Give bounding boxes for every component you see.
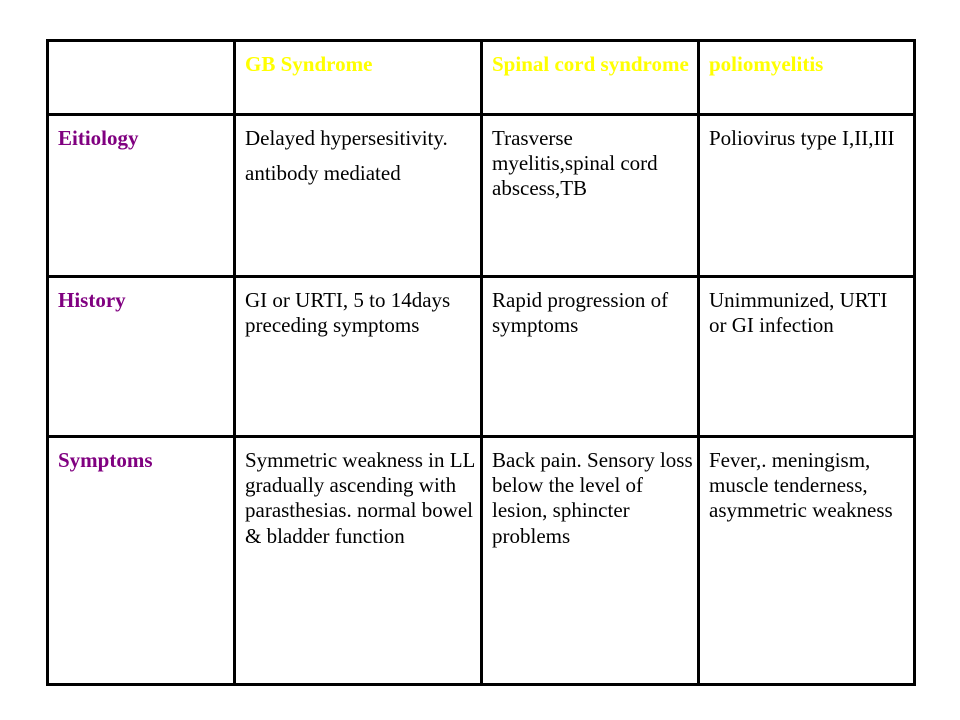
- cell-history-poliomyelitis: Unimmunized, URTI or GI infection: [697, 275, 916, 438]
- row-header-eitiology: Eitiology: [46, 113, 236, 278]
- cell-eitiology-poliomyelitis: Poliovirus type I,II,III: [697, 113, 916, 278]
- cell-symptoms-gb-syndrome: Symmetric weakness in LL gradually ascen…: [233, 435, 483, 686]
- table-row-eitiology: Eitiology Delayed hypersesitivity. antib…: [46, 113, 916, 278]
- cell-history-spinal-cord-syndrome: Rapid progression of symptoms: [480, 275, 700, 438]
- cell-symptoms-poliomyelitis: Fever,. meningism, muscle tenderness, as…: [697, 435, 916, 686]
- cell-history-gb-syndrome: GI or URTI, 5 to 14days preceding sympto…: [233, 275, 483, 438]
- cell-eitiology-gb-syndrome: Delayed hypersesitivity. antibody mediat…: [233, 113, 483, 278]
- row-header-symptoms: Symptoms: [46, 435, 236, 686]
- column-header-poliomyelitis: poliomyelitis: [697, 39, 916, 116]
- cell-eitiology-spinal-cord-syndrome: Trasverse myelitis,spinal cord abscess,T…: [480, 113, 700, 278]
- cell-paragraph: antibody mediated: [245, 161, 401, 186]
- header-row: GB Syndrome Spinal cord syndrome poliomy…: [46, 39, 916, 116]
- table-row-symptoms: Symptoms Symmetric weakness in LL gradua…: [46, 435, 916, 686]
- row-header-history: History: [46, 275, 236, 438]
- table-row-history: History GI or URTI, 5 to 14days precedin…: [46, 275, 916, 438]
- corner-cell: [46, 39, 236, 116]
- column-header-spinal-cord-syndrome: Spinal cord syndrome: [480, 39, 700, 116]
- comparison-table: GB Syndrome Spinal cord syndrome poliomy…: [46, 39, 916, 686]
- cell-symptoms-spinal-cord-syndrome: Back pain. Sensory loss below the level …: [480, 435, 700, 686]
- cell-paragraph: Delayed hypersesitivity.: [245, 126, 448, 150]
- column-header-gb-syndrome: GB Syndrome: [233, 39, 483, 116]
